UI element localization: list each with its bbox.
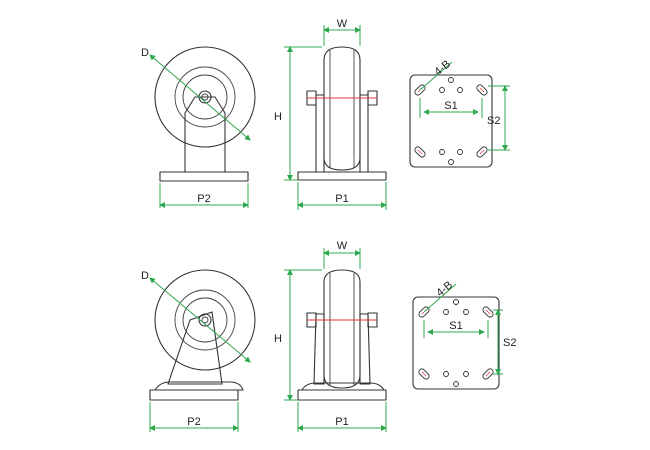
bottom-side-p2-label: P2 — [187, 416, 200, 428]
top-set: D P2 W — [141, 18, 510, 210]
bottom-plate-4b-label: 4-B — [434, 279, 455, 299]
bottom-plate-view: 4-B S1 S2 — [412, 279, 516, 390]
bottom-plate-s2-label: S2 — [503, 337, 516, 349]
top-front-h-label: H — [274, 111, 282, 123]
bottom-set: D P2 W — [141, 240, 516, 432]
top-front-p1-label: P1 — [335, 193, 348, 205]
top-front-w-label: W — [337, 18, 348, 30]
top-plate-s2-label: S2 — [487, 115, 500, 127]
bottom-side-view: D P2 — [141, 269, 256, 432]
top-plate-view: 4-B S1 S2 — [409, 58, 510, 168]
top-front-view: W H P1 — [274, 18, 387, 210]
bottom-front-p1-label: P1 — [335, 416, 348, 428]
bottom-front-h-label: H — [274, 333, 282, 345]
bottom-front-w-label: W — [337, 240, 348, 252]
top-side-d-label: D — [141, 47, 149, 59]
top-plate-s1-label: S1 — [444, 100, 457, 112]
bottom-front-view: W H P1 — [274, 240, 387, 432]
bottom-side-d-label: D — [141, 270, 149, 282]
bottom-plate-s1-label: S1 — [449, 320, 462, 332]
top-side-p2-label: P2 — [197, 193, 210, 205]
top-side-view: D P2 — [141, 46, 256, 208]
